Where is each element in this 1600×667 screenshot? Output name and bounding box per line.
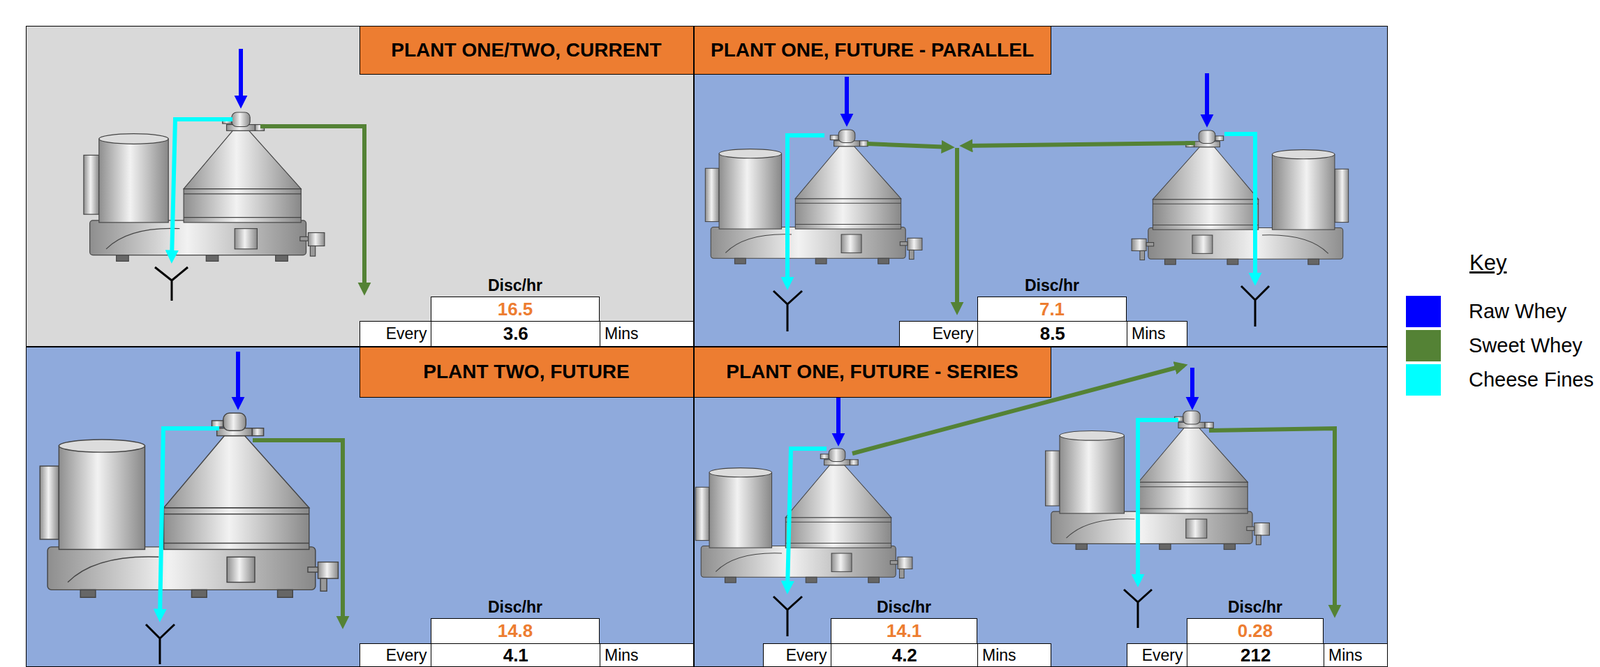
fines-stream: [787, 448, 827, 591]
sweet-whey-stream: [954, 147, 960, 312]
fines-stream: [171, 119, 233, 260]
table-cell: Every: [359, 643, 433, 667]
centrifuge: [695, 448, 913, 583]
table-cell: Mins: [599, 321, 694, 347]
legend-row: Cheese Fines: [1405, 364, 1594, 396]
sweet-whey-stream: [1209, 428, 1335, 615]
drain-symbol: [145, 624, 175, 665]
legend-swatch: [1405, 364, 1441, 396]
table-cell: Every: [899, 321, 979, 347]
panel-title: PLANT ONE/TWO, CURRENT: [359, 25, 694, 75]
rate-value: 16.5: [430, 296, 600, 323]
fines-stream: [1224, 134, 1256, 283]
table-cell: Mins: [1323, 643, 1388, 667]
table-cell: Mins: [977, 643, 1052, 667]
rate-value: 14.1: [830, 618, 978, 646]
rate-value: 0.28: [1186, 618, 1324, 646]
rate-value: 7.1: [977, 296, 1127, 323]
legend-swatch: [1405, 295, 1441, 328]
table-cell: Mins: [599, 643, 694, 667]
drain-symbol: [773, 596, 803, 637]
table-cell: Every: [763, 643, 833, 667]
interval-value: 212: [1186, 643, 1325, 667]
raw-whey-stream: [836, 397, 841, 443]
table-cell: Every: [359, 321, 433, 347]
raw-whey-stream: [1204, 73, 1210, 124]
drain-symbol: [773, 291, 803, 332]
table-heading: Disc/hr: [830, 596, 978, 619]
legend-row: Raw Whey: [1405, 295, 1567, 328]
interval-value: 4.1: [430, 643, 602, 667]
centrifuge: [1131, 130, 1349, 265]
fines-stream: [787, 135, 825, 287]
fines-stream: [159, 428, 220, 619]
raw-whey-stream: [844, 76, 849, 123]
legend-swatch: [1405, 330, 1441, 362]
panel-ground: [693, 25, 1388, 347]
interval-value: 3.6: [430, 321, 602, 347]
panel-ground: [25, 25, 694, 347]
drain-symbol: [154, 267, 188, 301]
legend-row: Sweet Whey: [1405, 330, 1583, 362]
legend-text: Raw Whey: [1468, 300, 1567, 324]
legend-text: Cheese Fines: [1468, 368, 1594, 392]
legend-title: Key: [1469, 247, 1554, 280]
panel-ground: [25, 346, 694, 667]
legend-text: Sweet Whey: [1468, 334, 1583, 358]
table-heading: Disc/hr: [977, 274, 1127, 297]
drain-symbol: [1123, 589, 1152, 629]
sweet-whey-stream: [252, 440, 343, 626]
raw-whey-stream: [238, 48, 243, 105]
table-heading: Disc/hr: [1186, 596, 1324, 619]
centrifuge: [83, 112, 325, 262]
drain-symbol: [1241, 286, 1270, 327]
table-cell: Mins: [1126, 321, 1188, 347]
sweet-whey-stream: [963, 143, 1196, 146]
interval-value: 4.2: [830, 643, 979, 667]
panel-title: PLANT TWO, FUTURE: [359, 346, 694, 398]
rate-value: 14.8: [430, 618, 600, 646]
raw-whey-stream: [1190, 367, 1195, 407]
raw-whey-stream: [235, 351, 241, 407]
fines-stream: [1137, 420, 1179, 584]
centrifuge: [705, 129, 923, 264]
table-heading: Disc/hr: [430, 274, 600, 297]
panel-title: PLANT ONE, FUTURE - PARALLEL: [693, 25, 1052, 75]
sweet-whey-stream: [867, 143, 951, 148]
table-cell: Every: [1126, 643, 1189, 667]
table-heading: Disc/hr: [430, 596, 600, 619]
panel-ground: [693, 346, 1388, 667]
sweet-whey-stream: [260, 126, 365, 292]
panel-title: PLANT ONE, FUTURE - SERIES: [693, 346, 1052, 398]
interval-value: 8.5: [977, 321, 1129, 347]
